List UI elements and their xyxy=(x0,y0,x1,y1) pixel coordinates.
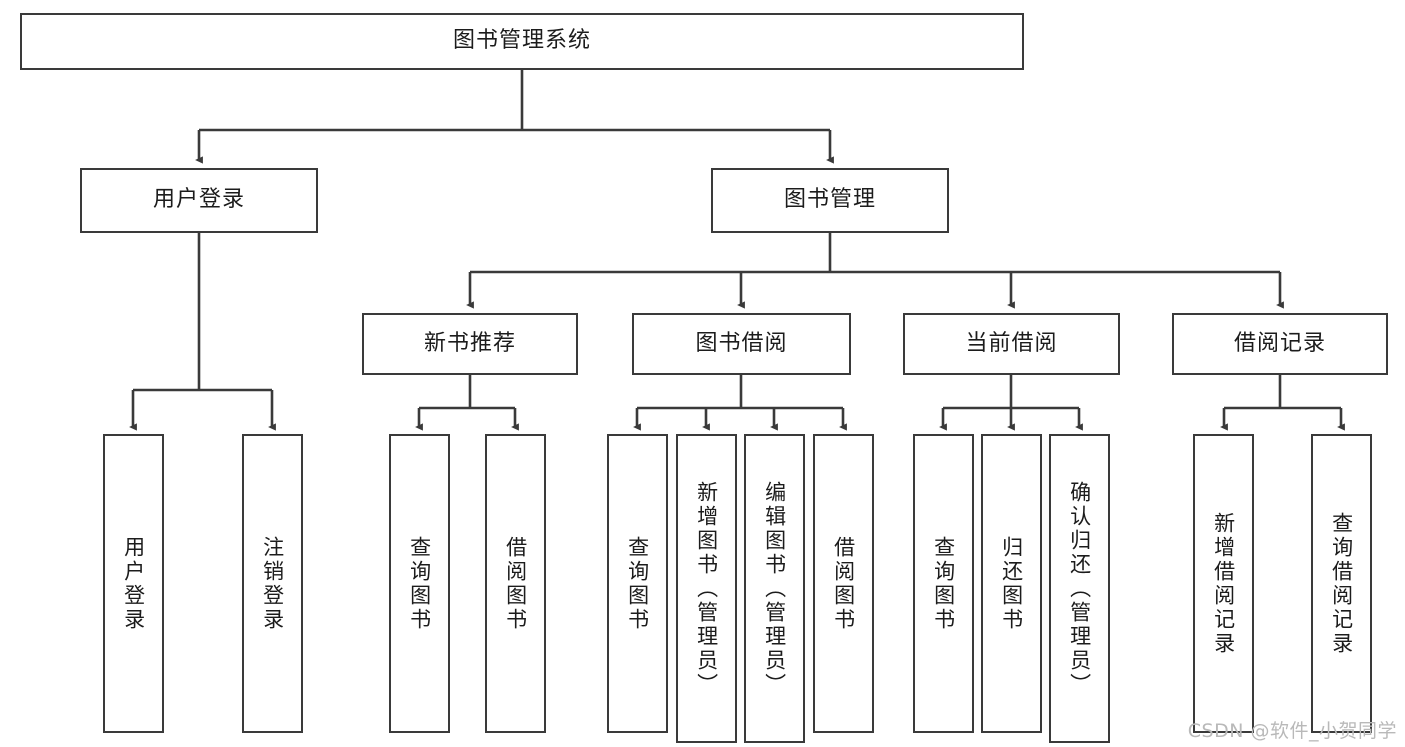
node-label: 图书借阅 xyxy=(695,330,788,356)
leaf-logout-login[interactable]: 注销登录 xyxy=(242,434,303,733)
leaf-query-book-recommend[interactable]: 查询图书 xyxy=(389,434,450,733)
node-label: 新增借阅记录 xyxy=(1211,511,1236,656)
node-label: 借阅图书 xyxy=(831,535,856,632)
leaf-edit-book-admin[interactable]: 编辑图书（管理员） xyxy=(744,434,805,743)
leaf-add-borrow-record[interactable]: 新增借阅记录 xyxy=(1193,434,1254,733)
node-label: 编辑图书（管理员） xyxy=(762,480,787,697)
node-label: 借阅图书 xyxy=(503,535,528,632)
node-current-borrow[interactable]: 当前借阅 xyxy=(903,313,1120,375)
node-label: 查询图书 xyxy=(625,535,650,632)
node-label: 查询图书 xyxy=(931,535,956,632)
node-borrow-record[interactable]: 借阅记录 xyxy=(1172,313,1388,375)
leaf-confirm-return-admin[interactable]: 确认归还（管理员） xyxy=(1049,434,1110,743)
node-label: 新增图书（管理员） xyxy=(694,480,719,697)
leaf-user-login[interactable]: 用户登录 xyxy=(103,434,164,733)
node-label: 借阅记录 xyxy=(1233,330,1326,356)
node-label: 用户登录 xyxy=(152,187,245,213)
node-label: 图书管理系统 xyxy=(452,28,591,54)
node-label: 归还图书 xyxy=(999,535,1024,632)
leaf-add-book-admin[interactable]: 新增图书（管理员） xyxy=(676,434,737,743)
node-label: 确认归还（管理员） xyxy=(1067,480,1092,697)
node-label: 用户登录 xyxy=(121,535,146,632)
node-label: 新书推荐 xyxy=(423,330,516,356)
node-root[interactable]: 图书管理系统 xyxy=(20,13,1024,70)
node-book-borrow[interactable]: 图书借阅 xyxy=(632,313,851,375)
node-label: 当前借阅 xyxy=(965,330,1058,356)
node-user-login[interactable]: 用户登录 xyxy=(80,168,318,233)
leaf-query-book-current[interactable]: 查询图书 xyxy=(913,434,974,733)
node-book-management[interactable]: 图书管理 xyxy=(711,168,949,233)
node-label: 查询图书 xyxy=(407,535,432,632)
leaf-query-book-borrow[interactable]: 查询图书 xyxy=(607,434,668,733)
leaf-borrow-book[interactable]: 借阅图书 xyxy=(813,434,874,733)
node-label: 注销登录 xyxy=(260,535,285,632)
leaf-query-borrow-record[interactable]: 查询借阅记录 xyxy=(1311,434,1372,733)
leaf-borrow-book-recommend[interactable]: 借阅图书 xyxy=(485,434,546,733)
watermark: CSDN @软件_小贺同学 xyxy=(1187,720,1397,742)
leaf-return-book[interactable]: 归还图书 xyxy=(981,434,1042,733)
node-label: 查询借阅记录 xyxy=(1329,511,1354,656)
node-new-book-recommend[interactable]: 新书推荐 xyxy=(362,313,578,375)
node-label: 图书管理 xyxy=(783,187,876,213)
